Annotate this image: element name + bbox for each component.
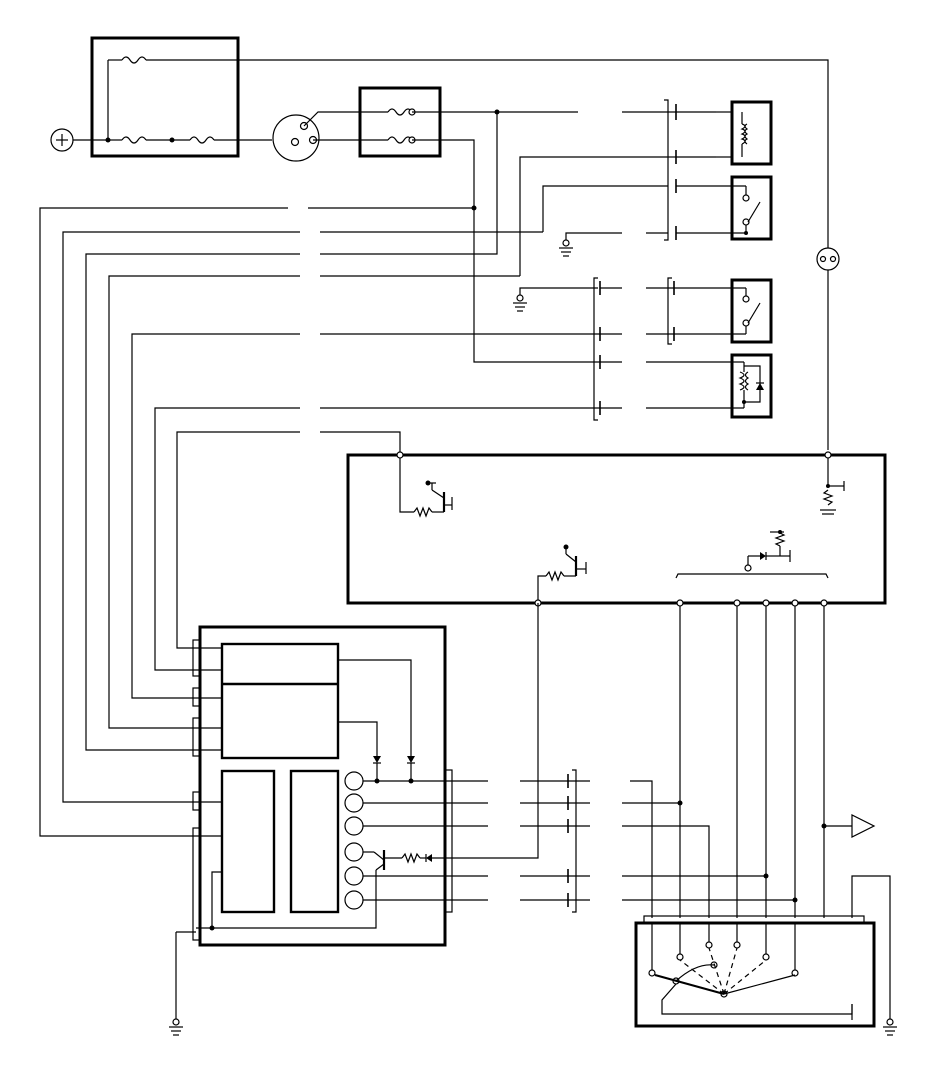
relay-coil-icon — [738, 371, 745, 391]
resistor-icon — [545, 570, 565, 582]
fuse-box-main — [90, 36, 272, 158]
battery-terminal — [50, 128, 108, 152]
fuse-icon — [121, 56, 147, 64]
fuse-icon — [121, 136, 147, 144]
diode-icon — [756, 383, 764, 390]
connector-middle — [320, 277, 622, 421]
fuse-box-secondary — [358, 86, 442, 158]
control-module — [346, 451, 887, 607]
triangle-output-icon — [824, 814, 876, 838]
connector-middle-right — [646, 277, 716, 345]
lamp-icon — [816, 180, 840, 450]
resistor-icon — [401, 852, 421, 864]
fuse-icon — [189, 136, 215, 144]
connector-lower — [452, 603, 590, 913]
relay-3 — [716, 278, 773, 344]
relay-coil-icon — [740, 123, 746, 145]
wire-top-feed — [238, 59, 829, 180]
ground-icon — [169, 1018, 183, 1036]
connector-upper — [622, 99, 716, 241]
diode-icon — [373, 756, 381, 763]
ignition-switch — [272, 111, 360, 162]
diode-icon — [760, 552, 766, 560]
resistor-icon — [774, 532, 786, 547]
switch-icon — [747, 302, 761, 324]
ground-icon — [559, 239, 573, 257]
relay-1 — [716, 100, 773, 166]
ground-icon — [883, 1018, 897, 1036]
rotary-switch-module — [634, 875, 891, 1028]
diode-icon — [407, 756, 415, 763]
switch-icon — [747, 201, 761, 223]
resistor-icon — [822, 489, 834, 506]
resistor-icon — [413, 506, 433, 518]
relay-2 — [716, 175, 773, 241]
lower-left-module — [175, 625, 453, 1020]
diode-icon — [426, 854, 432, 862]
wire-harness-left — [39, 207, 474, 837]
fuse-icon — [387, 136, 413, 144]
relay-4 — [646, 353, 773, 419]
fuse-icon — [387, 108, 413, 116]
ground-icon — [513, 294, 527, 312]
